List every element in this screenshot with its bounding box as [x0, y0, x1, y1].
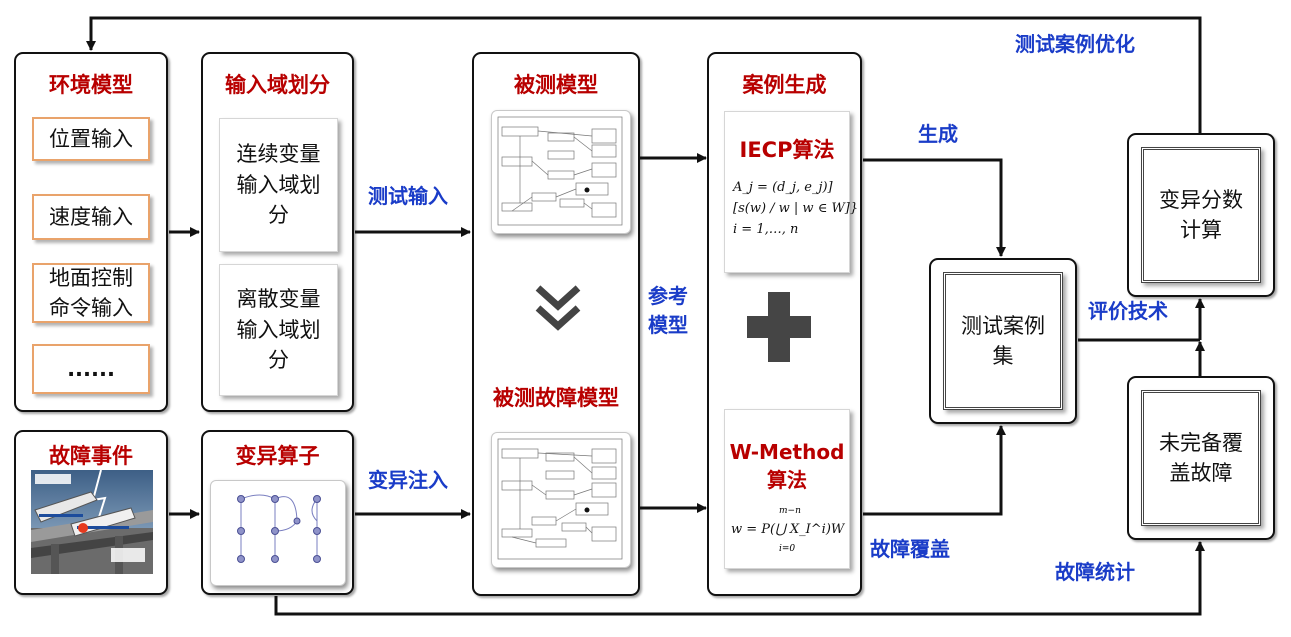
test-case-set-panel: 测试案例 集: [929, 258, 1077, 424]
env-item-ground-control-label: 地面控制 命令输入: [49, 265, 133, 320]
faulty-model-title: 被测故障模型: [493, 386, 619, 410]
discrete-partition-box: 离散变量 输入域划 分: [219, 264, 338, 396]
input-domain-title: 输入域划分: [225, 73, 330, 97]
env-item-position: 位置输入: [32, 117, 150, 161]
label-test-optimization: 测试案例优化: [1015, 32, 1135, 56]
plus-icon: [747, 292, 811, 362]
fault-event-panel: 故障事件: [14, 430, 168, 595]
iecp-formula-line-3: i = 1,…, n: [733, 221, 799, 237]
env-item-ellipsis: ......: [32, 344, 150, 394]
iecp-box: IECP算法 A_j = (d_j, e_j)] [s(w) / w | w ∈…: [724, 111, 858, 273]
iecp-formula-line-1: A_j = (d_j, e_j)]: [733, 180, 833, 195]
continuous-partition-box: 连续变量 输入域划 分: [219, 118, 338, 252]
state-machine-diagram: [497, 116, 623, 226]
input-domain-panel: 输入域划分 连续变量 输入域划 分 离散变量 输入域划 分: [201, 52, 354, 412]
model-panel: 被测模型 被测故障模型: [472, 52, 640, 596]
mutation-graph-thumbnail: [210, 480, 346, 586]
env-item-speed: 速度输入: [32, 194, 150, 240]
plus-icon-v: [768, 292, 790, 362]
arrow-fault-cover: [863, 425, 1006, 516]
mutation-operator-panel: 变异算子: [201, 430, 354, 595]
discrete-partition-label: 离散变量 输入域划 分: [236, 287, 321, 373]
train-accident-image: [31, 470, 153, 574]
mutation-score-panel: 变异分数 计算: [1127, 133, 1275, 297]
continuous-partition-label: 连续变量 输入域划 分: [236, 142, 321, 228]
wmethod-box: W-Method 算法 m−n w = P(⋃ X_I^i)W i=0: [724, 409, 850, 569]
double-chevron-down-icon: [532, 282, 584, 334]
wmethod-formula: w = P(⋃ X_I^i)W: [731, 522, 845, 537]
iecp-formula: A_j = (d_j, e_j)] [s(w) / w | w ∈ W]} i …: [733, 178, 858, 240]
wmethod-title: W-Method 算法: [729, 440, 845, 492]
mutation-score-box: 变异分数 计算: [1141, 147, 1261, 283]
iecp-formula-line-2: [s(w) / w | w ∈ W]}: [733, 200, 859, 216]
arrow-generate: [863, 158, 1006, 257]
label-evaluation: 评价技术: [1088, 299, 1168, 323]
case-generation-panel: 案例生成 IECP算法 A_j = (d_j, e_j)] [s(w) / w …: [707, 52, 862, 596]
faulty-model-diagram: [491, 432, 631, 568]
label-generate: 生成: [918, 122, 958, 146]
model-under-test-title: 被测模型: [514, 73, 598, 97]
model-under-test-diagram: [491, 110, 631, 234]
fault-event-title: 故障事件: [49, 444, 133, 468]
double-chevron-shape: [535, 285, 581, 331]
label-fault-cover: 故障覆盖: [870, 537, 950, 561]
env-item-speed-label: 速度输入: [49, 204, 133, 229]
mutation-operator-title: 变异算子: [235, 444, 320, 468]
label-test-input: 测试输入: [368, 184, 448, 208]
env-item-ellipsis-label: ......: [67, 356, 115, 381]
case-generation-title: 案例生成: [742, 73, 827, 97]
env-model-panel: 环境模型 位置输入 速度输入 地面控制 命令输入 ......: [14, 52, 168, 412]
wmethod-formula-upper: m−n: [779, 506, 801, 516]
test-case-set-box: 测试案例 集: [943, 272, 1063, 410]
wmethod-formula-lower: i=0: [779, 544, 796, 554]
env-item-position-label: 位置输入: [49, 126, 133, 151]
faulty-state-machine-diagram: [497, 438, 623, 560]
test-case-set-label: 测试案例 集: [961, 313, 1045, 368]
uncovered-faults-box: 未完备覆 盖故障: [1141, 390, 1261, 526]
uncovered-faults-label: 未完备覆 盖故障: [1159, 430, 1243, 485]
label-reference-model: 参考 模型: [648, 284, 688, 337]
mutation-score-label: 变异分数 计算: [1159, 187, 1243, 242]
uncovered-faults-panel: 未完备覆 盖故障: [1127, 376, 1275, 540]
label-fault-stats: 故障统计: [1055, 560, 1135, 584]
env-item-ground-control: 地面控制 命令输入: [32, 263, 150, 323]
mutation-graph-figure: [237, 494, 321, 563]
train-accident-illustration: [31, 470, 153, 574]
iecp-title: IECP算法: [739, 138, 835, 162]
label-mutation-inject: 变异注入: [368, 468, 448, 492]
env-model-title: 环境模型: [49, 73, 133, 97]
